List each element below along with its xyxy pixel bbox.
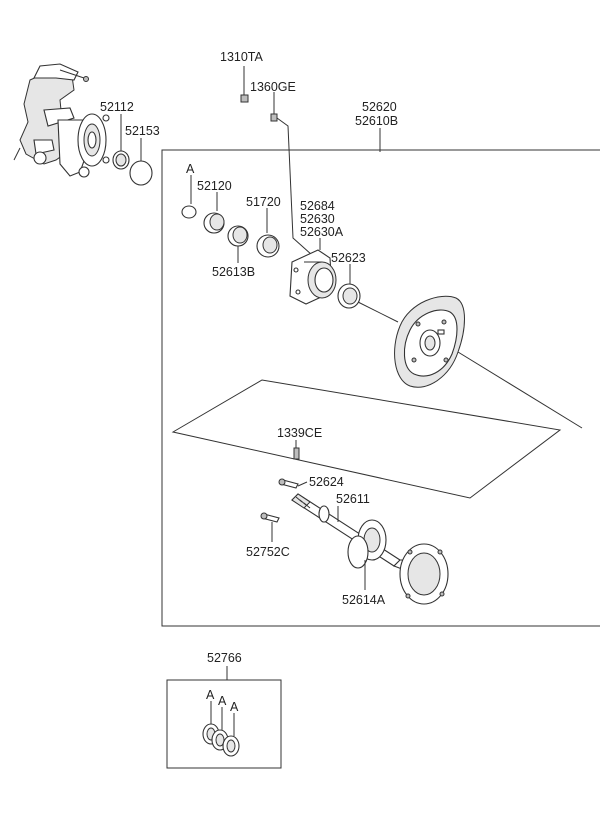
label-52630A: 52630A: [300, 225, 344, 239]
label-52613B: 52613B: [212, 265, 255, 279]
label-52630: 52630: [300, 212, 335, 226]
label-52614A: 52614A: [342, 593, 386, 607]
part-52614A-retainer: [347, 535, 369, 569]
label-1310TA: 1310TA: [220, 50, 264, 64]
label-52624: 52624: [309, 475, 344, 489]
label-ref-A-1: A: [186, 162, 195, 176]
part-1360GE-leader: [276, 117, 313, 256]
label-ref-A-2: A: [206, 688, 215, 702]
backing-plate-icon: [394, 295, 465, 388]
label-52611: 52611: [336, 492, 370, 506]
part-52624-bolt: [278, 478, 299, 489]
part-52153-oring: [129, 160, 153, 186]
label-51720: 51720: [246, 195, 281, 209]
label-52610B: 52610B: [355, 114, 398, 128]
label-52120: 52120: [197, 179, 232, 193]
label-ref-A-3: A: [218, 694, 227, 708]
label-52752C: 52752C: [246, 545, 290, 559]
label-1360GE: 1360GE: [250, 80, 296, 94]
bearing-housing-icon: [289, 249, 337, 305]
shaft-group-frame: [171, 379, 562, 499]
kit-frame: [166, 679, 282, 769]
label-1339CE: 1339CE: [277, 426, 322, 440]
label-52623: 52623: [331, 251, 366, 265]
label-52684: 52684: [300, 199, 335, 213]
part-52752C-bolt: [260, 512, 280, 523]
part-1360GE-nipple: [270, 113, 278, 122]
axle-shaft-icon: [291, 493, 449, 605]
label-52766: 52766: [207, 651, 242, 665]
label-52153: 52153: [125, 124, 160, 138]
part-1310TA-nut: [240, 94, 249, 103]
label-ref-A-4: A: [230, 700, 239, 714]
label-52620: 52620: [362, 100, 397, 114]
part-1339CE-bolt: [293, 447, 300, 460]
part-A-snap-ring: [181, 205, 197, 219]
knuckle-assembly-icon: [13, 63, 110, 178]
label-52112: 52112: [100, 100, 134, 114]
part-52112-ring-inner: [115, 153, 127, 167]
